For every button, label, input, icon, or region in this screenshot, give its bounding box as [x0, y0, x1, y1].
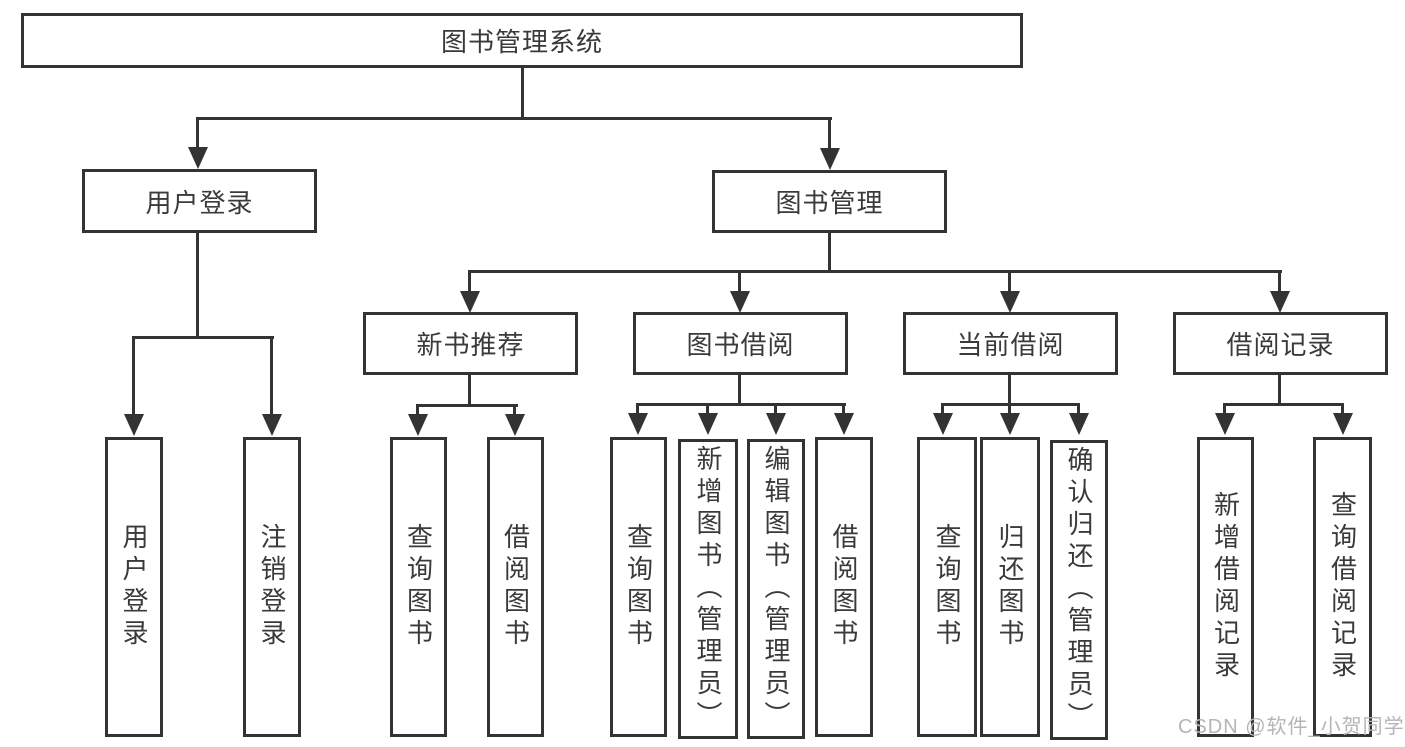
- connector-drop-borrow-borrow: [842, 403, 845, 415]
- connector-root-stem: [521, 66, 524, 119]
- leaf-current-return-book: 归还图书: [980, 437, 1040, 737]
- node-new-book-recommend: 新书推荐: [363, 312, 578, 375]
- connector-drop-user-login: [196, 117, 199, 150]
- arrow-down-icon: [262, 414, 282, 436]
- leaf-borrow-add-book-admin-label: 新增图书（管理员）: [693, 445, 723, 733]
- leaf-record-add-label: 新增借阅记录: [1210, 491, 1241, 683]
- node-borrow-record-label: 借阅记录: [1226, 330, 1335, 360]
- connector-borrow-stem: [738, 373, 741, 406]
- leaf-recommend-query-book-label: 查询图书: [403, 523, 434, 651]
- node-current-borrow: 当前借阅: [903, 312, 1118, 375]
- arrow-down-icon: [698, 413, 718, 435]
- node-book-borrow-label: 图书借阅: [686, 330, 795, 360]
- node-user-login-label: 用户登录: [145, 187, 254, 218]
- leaf-current-query-book-label: 查询图书: [932, 523, 962, 651]
- arrow-down-icon: [730, 291, 750, 313]
- connector-drop-borrow-add: [706, 403, 709, 415]
- leaf-recommend-borrow-book-label: 借阅图书: [500, 523, 531, 651]
- leaf-borrow-borrow-book: 借阅图书: [815, 437, 873, 737]
- leaf-borrow-edit-book-admin: 编辑图书（管理员）: [747, 439, 805, 739]
- connector-drop-record-add: [1223, 403, 1226, 415]
- connector-drop-recommend-query: [416, 404, 419, 416]
- connector-recommend-stem: [468, 373, 471, 407]
- leaf-recommend-borrow-book: 借阅图书: [487, 437, 544, 737]
- connector-drop-record: [1278, 270, 1281, 293]
- arrow-down-icon: [1333, 413, 1353, 435]
- arrow-down-icon: [124, 414, 144, 436]
- arrow-down-icon: [766, 413, 786, 435]
- arrow-down-icon: [1000, 413, 1020, 435]
- node-root: 图书管理系统: [21, 13, 1023, 68]
- leaf-current-confirm-return-admin-label: 确认归还（管理员）: [1064, 446, 1094, 734]
- arrow-down-icon: [820, 148, 840, 170]
- leaf-user-login: 用户登录: [105, 437, 163, 737]
- leaf-current-return-book-label: 归还图书: [995, 523, 1025, 651]
- leaf-user-login-label: 用户登录: [119, 523, 149, 651]
- leaf-borrow-add-book-admin: 新增图书（管理员）: [678, 439, 738, 739]
- connector-drop-borrow-edit: [774, 403, 777, 415]
- leaf-borrow-query-book-label: 查询图书: [623, 523, 654, 651]
- node-borrow-record: 借阅记录: [1173, 312, 1388, 375]
- connector-drop-borrow: [738, 270, 741, 293]
- leaf-borrow-query-book: 查询图书: [610, 437, 667, 737]
- connector-recommend-branch: [416, 404, 518, 407]
- connector-book-management-branch: [468, 270, 1282, 273]
- connector-drop-book-management: [828, 117, 831, 150]
- arrow-down-icon: [505, 414, 525, 436]
- connector-record-branch: [1223, 403, 1344, 406]
- connector-drop-leaf-logout: [270, 336, 273, 416]
- csdn-watermark: CSDN @软件_小贺同学: [1178, 716, 1405, 738]
- connector-user-login-stem: [196, 231, 199, 338]
- leaf-borrow-borrow-book-label: 借阅图书: [829, 523, 859, 651]
- arrow-down-icon: [628, 413, 648, 435]
- leaf-record-add: 新增借阅记录: [1197, 437, 1254, 737]
- connector-drop-current-return: [1008, 403, 1011, 415]
- node-current-borrow-label: 当前借阅: [956, 330, 1065, 360]
- node-book-management: 图书管理: [712, 170, 947, 233]
- node-new-book-recommend-label: 新书推荐: [416, 330, 525, 360]
- leaf-recommend-query-book: 查询图书: [390, 437, 447, 737]
- arrow-down-icon: [460, 291, 480, 313]
- connector-drop-borrow-query: [636, 403, 639, 415]
- node-book-management-label: 图书管理: [775, 188, 884, 218]
- arrow-down-icon: [408, 414, 428, 436]
- arrow-down-icon: [933, 413, 953, 435]
- node-user-login: 用户登录: [82, 169, 317, 233]
- arrow-down-icon: [188, 147, 208, 169]
- leaf-logout: 注销登录: [243, 437, 301, 737]
- leaf-record-query: 查询借阅记录: [1313, 437, 1372, 737]
- leaf-borrow-edit-book-admin-label: 编辑图书（管理员）: [761, 445, 791, 733]
- arrow-down-icon: [1215, 413, 1235, 435]
- connector-user-login-branch: [132, 336, 274, 339]
- arrow-down-icon: [1069, 413, 1089, 435]
- node-root-label: 图书管理系统: [440, 27, 603, 57]
- connector-drop-leaf-login: [132, 336, 135, 416]
- connector-record-stem: [1278, 373, 1281, 406]
- connector-book-management-stem: [828, 231, 831, 272]
- leaf-record-query-label: 查询借阅记录: [1327, 491, 1358, 683]
- leaf-logout-label: 注销登录: [257, 523, 287, 651]
- connector-drop-recommend: [468, 270, 471, 293]
- connector-drop-record-query: [1341, 403, 1344, 415]
- connector-drop-recommend-borrow: [513, 404, 516, 416]
- node-book-borrow: 图书借阅: [633, 312, 848, 375]
- connector-drop-current-query: [941, 403, 944, 415]
- arrow-down-icon: [834, 413, 854, 435]
- arrow-down-icon: [1000, 291, 1020, 313]
- connector-borrow-branch: [636, 403, 846, 406]
- leaf-current-query-book: 查询图书: [917, 437, 977, 737]
- connector-current-stem: [1008, 373, 1011, 406]
- connector-drop-current: [1008, 270, 1011, 293]
- connector-drop-current-confirm: [1077, 403, 1080, 415]
- leaf-current-confirm-return-admin: 确认归还（管理员）: [1050, 440, 1108, 740]
- arrow-down-icon: [1270, 291, 1290, 313]
- connector-root-branch: [196, 117, 832, 120]
